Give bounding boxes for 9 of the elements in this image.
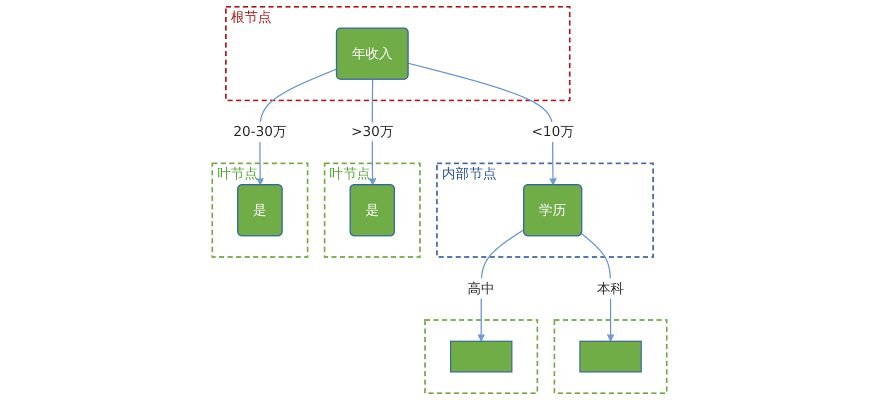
node-box <box>450 340 512 373</box>
cluster <box>554 319 668 394</box>
node-box <box>579 340 642 373</box>
edge-label: 本科 <box>596 280 624 296</box>
cluster <box>424 319 538 394</box>
edge-label: >30万 <box>351 123 394 140</box>
edge-label: 20-30万 <box>233 123 287 140</box>
edge-label: <10万 <box>532 123 574 140</box>
edge-label: 高中 <box>468 280 495 296</box>
